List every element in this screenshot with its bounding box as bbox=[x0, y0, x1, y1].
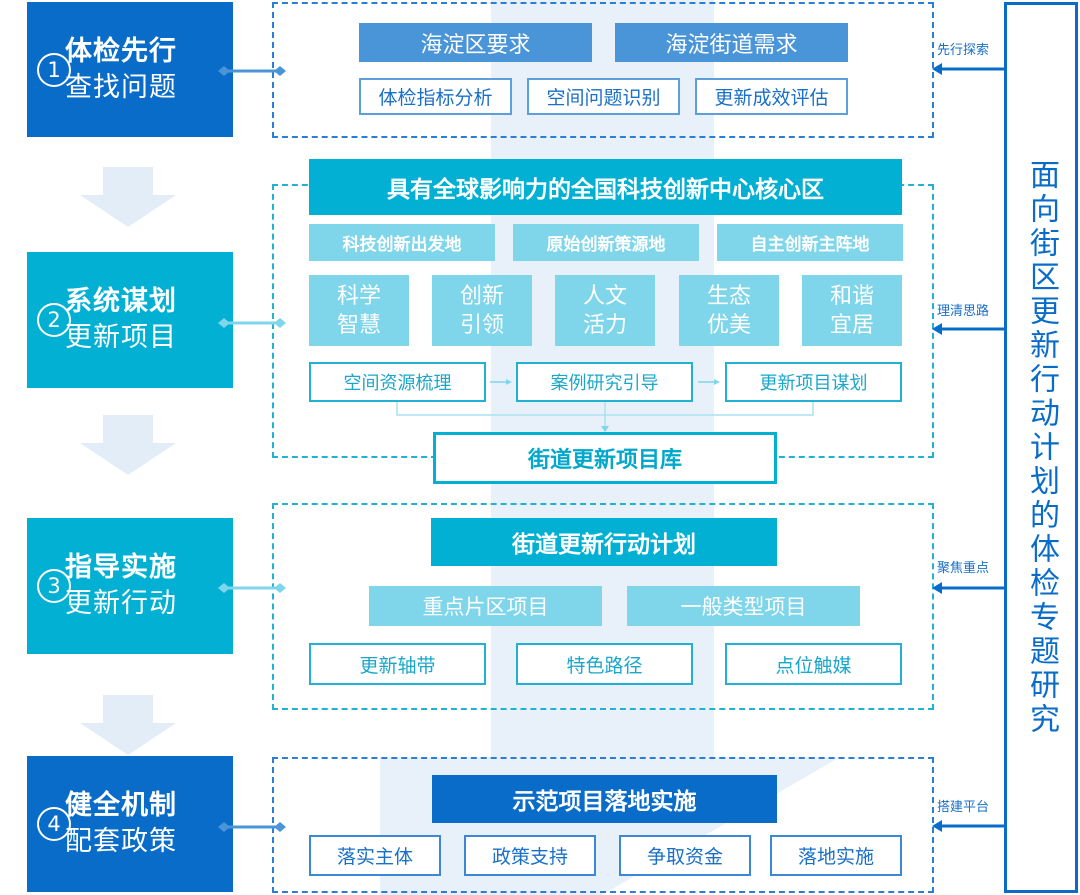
goal-line: 生态 bbox=[706, 283, 751, 309]
goal-line: 智慧 bbox=[336, 312, 381, 338]
step-title: 指导实施 bbox=[65, 552, 177, 583]
mechanism-item-box: 落实主体 bbox=[309, 835, 441, 876]
step-4-box: 4 健全机制 配套政策 bbox=[27, 756, 233, 892]
goal-box: 科学 智慧 bbox=[309, 275, 409, 346]
header-box: 海淀街道需求 bbox=[615, 23, 848, 62]
step-title: 体检先行 bbox=[65, 35, 177, 67]
goal-line: 创新 bbox=[459, 283, 504, 309]
category-box: 重点片区项目 bbox=[369, 586, 602, 626]
side-label: 先行探索 bbox=[937, 43, 990, 58]
item-box: 空间问题识别 bbox=[527, 78, 680, 115]
research-title: 面向街区更新行动计划的体检专题研究 bbox=[1024, 158, 1059, 737]
step-2-box: 2 系统谋划 更新项目 bbox=[27, 252, 233, 388]
step-number-badge: 3 bbox=[37, 569, 71, 603]
positioning-box: 科技创新出发地 bbox=[309, 224, 495, 261]
action-item-box: 特色路径 bbox=[516, 643, 693, 685]
action-item-box: 更新轴带 bbox=[309, 643, 486, 685]
header-box: 海淀区要求 bbox=[359, 23, 592, 62]
goal-box: 人文 活力 bbox=[555, 275, 655, 346]
goal-line: 优美 bbox=[706, 312, 751, 338]
step-subtitle: 更新项目 bbox=[65, 322, 177, 353]
goal-box: 创新 引领 bbox=[432, 275, 532, 346]
side-label: 理清思路 bbox=[937, 304, 990, 319]
process-box: 案例研究引导 bbox=[516, 362, 693, 402]
positioning-box: 自主创新主阵地 bbox=[717, 224, 903, 261]
step-number-badge: 1 bbox=[37, 52, 71, 87]
panel-action bbox=[272, 503, 934, 710]
goal-line: 人文 bbox=[582, 283, 627, 309]
step-subtitle: 配套政策 bbox=[65, 826, 177, 857]
step-title: 健全机制 bbox=[65, 790, 177, 821]
item-box: 更新成效评估 bbox=[695, 78, 848, 115]
step-number-badge: 2 bbox=[37, 303, 71, 337]
step-subtitle: 查找问题 bbox=[65, 71, 177, 103]
positioning-box: 原始创新策源地 bbox=[513, 224, 699, 261]
side-label: 搭建平台 bbox=[937, 800, 990, 815]
down-arrow-icon bbox=[80, 415, 176, 475]
step-title: 系统谋划 bbox=[65, 286, 177, 317]
process-box: 更新项目谋划 bbox=[725, 362, 902, 402]
item-box: 体检指标分析 bbox=[359, 78, 512, 115]
goal-line: 科学 bbox=[336, 283, 381, 309]
process-box: 空间资源梳理 bbox=[309, 362, 486, 402]
step-1-box: 1 体检先行 查找问题 bbox=[27, 2, 233, 137]
action-plan-title: 街道更新行动计划 bbox=[431, 518, 777, 566]
vision-title: 具有全球影响力的全国科技创新中心核心区 bbox=[309, 159, 902, 215]
down-arrow-icon bbox=[80, 695, 176, 755]
step-number-badge: 4 bbox=[37, 807, 71, 841]
mechanism-item-box: 争取资金 bbox=[619, 835, 751, 876]
action-item-box: 点位触媒 bbox=[725, 643, 902, 685]
goal-box: 生态 优美 bbox=[679, 275, 779, 346]
goal-box: 和谐 宜居 bbox=[802, 275, 902, 346]
project-library-box: 街道更新项目库 bbox=[433, 432, 777, 484]
category-box: 一般类型项目 bbox=[627, 586, 860, 626]
step-3-box: 3 指导实施 更新行动 bbox=[27, 518, 233, 654]
side-label: 聚焦重点 bbox=[937, 561, 990, 576]
mechanism-item-box: 政策支持 bbox=[464, 835, 596, 876]
step-subtitle: 更新行动 bbox=[65, 588, 177, 619]
goal-line: 活力 bbox=[582, 312, 627, 338]
goal-line: 和谐 bbox=[829, 283, 874, 309]
research-side-box: 面向街区更新行动计划的体检专题研究 bbox=[1004, 2, 1078, 893]
goal-line: 宜居 bbox=[829, 312, 874, 338]
goal-line: 引领 bbox=[459, 312, 504, 338]
mechanism-item-box: 落地实施 bbox=[770, 835, 902, 876]
demo-project-title: 示范项目落地实施 bbox=[432, 775, 777, 823]
down-arrow-icon bbox=[80, 167, 176, 227]
